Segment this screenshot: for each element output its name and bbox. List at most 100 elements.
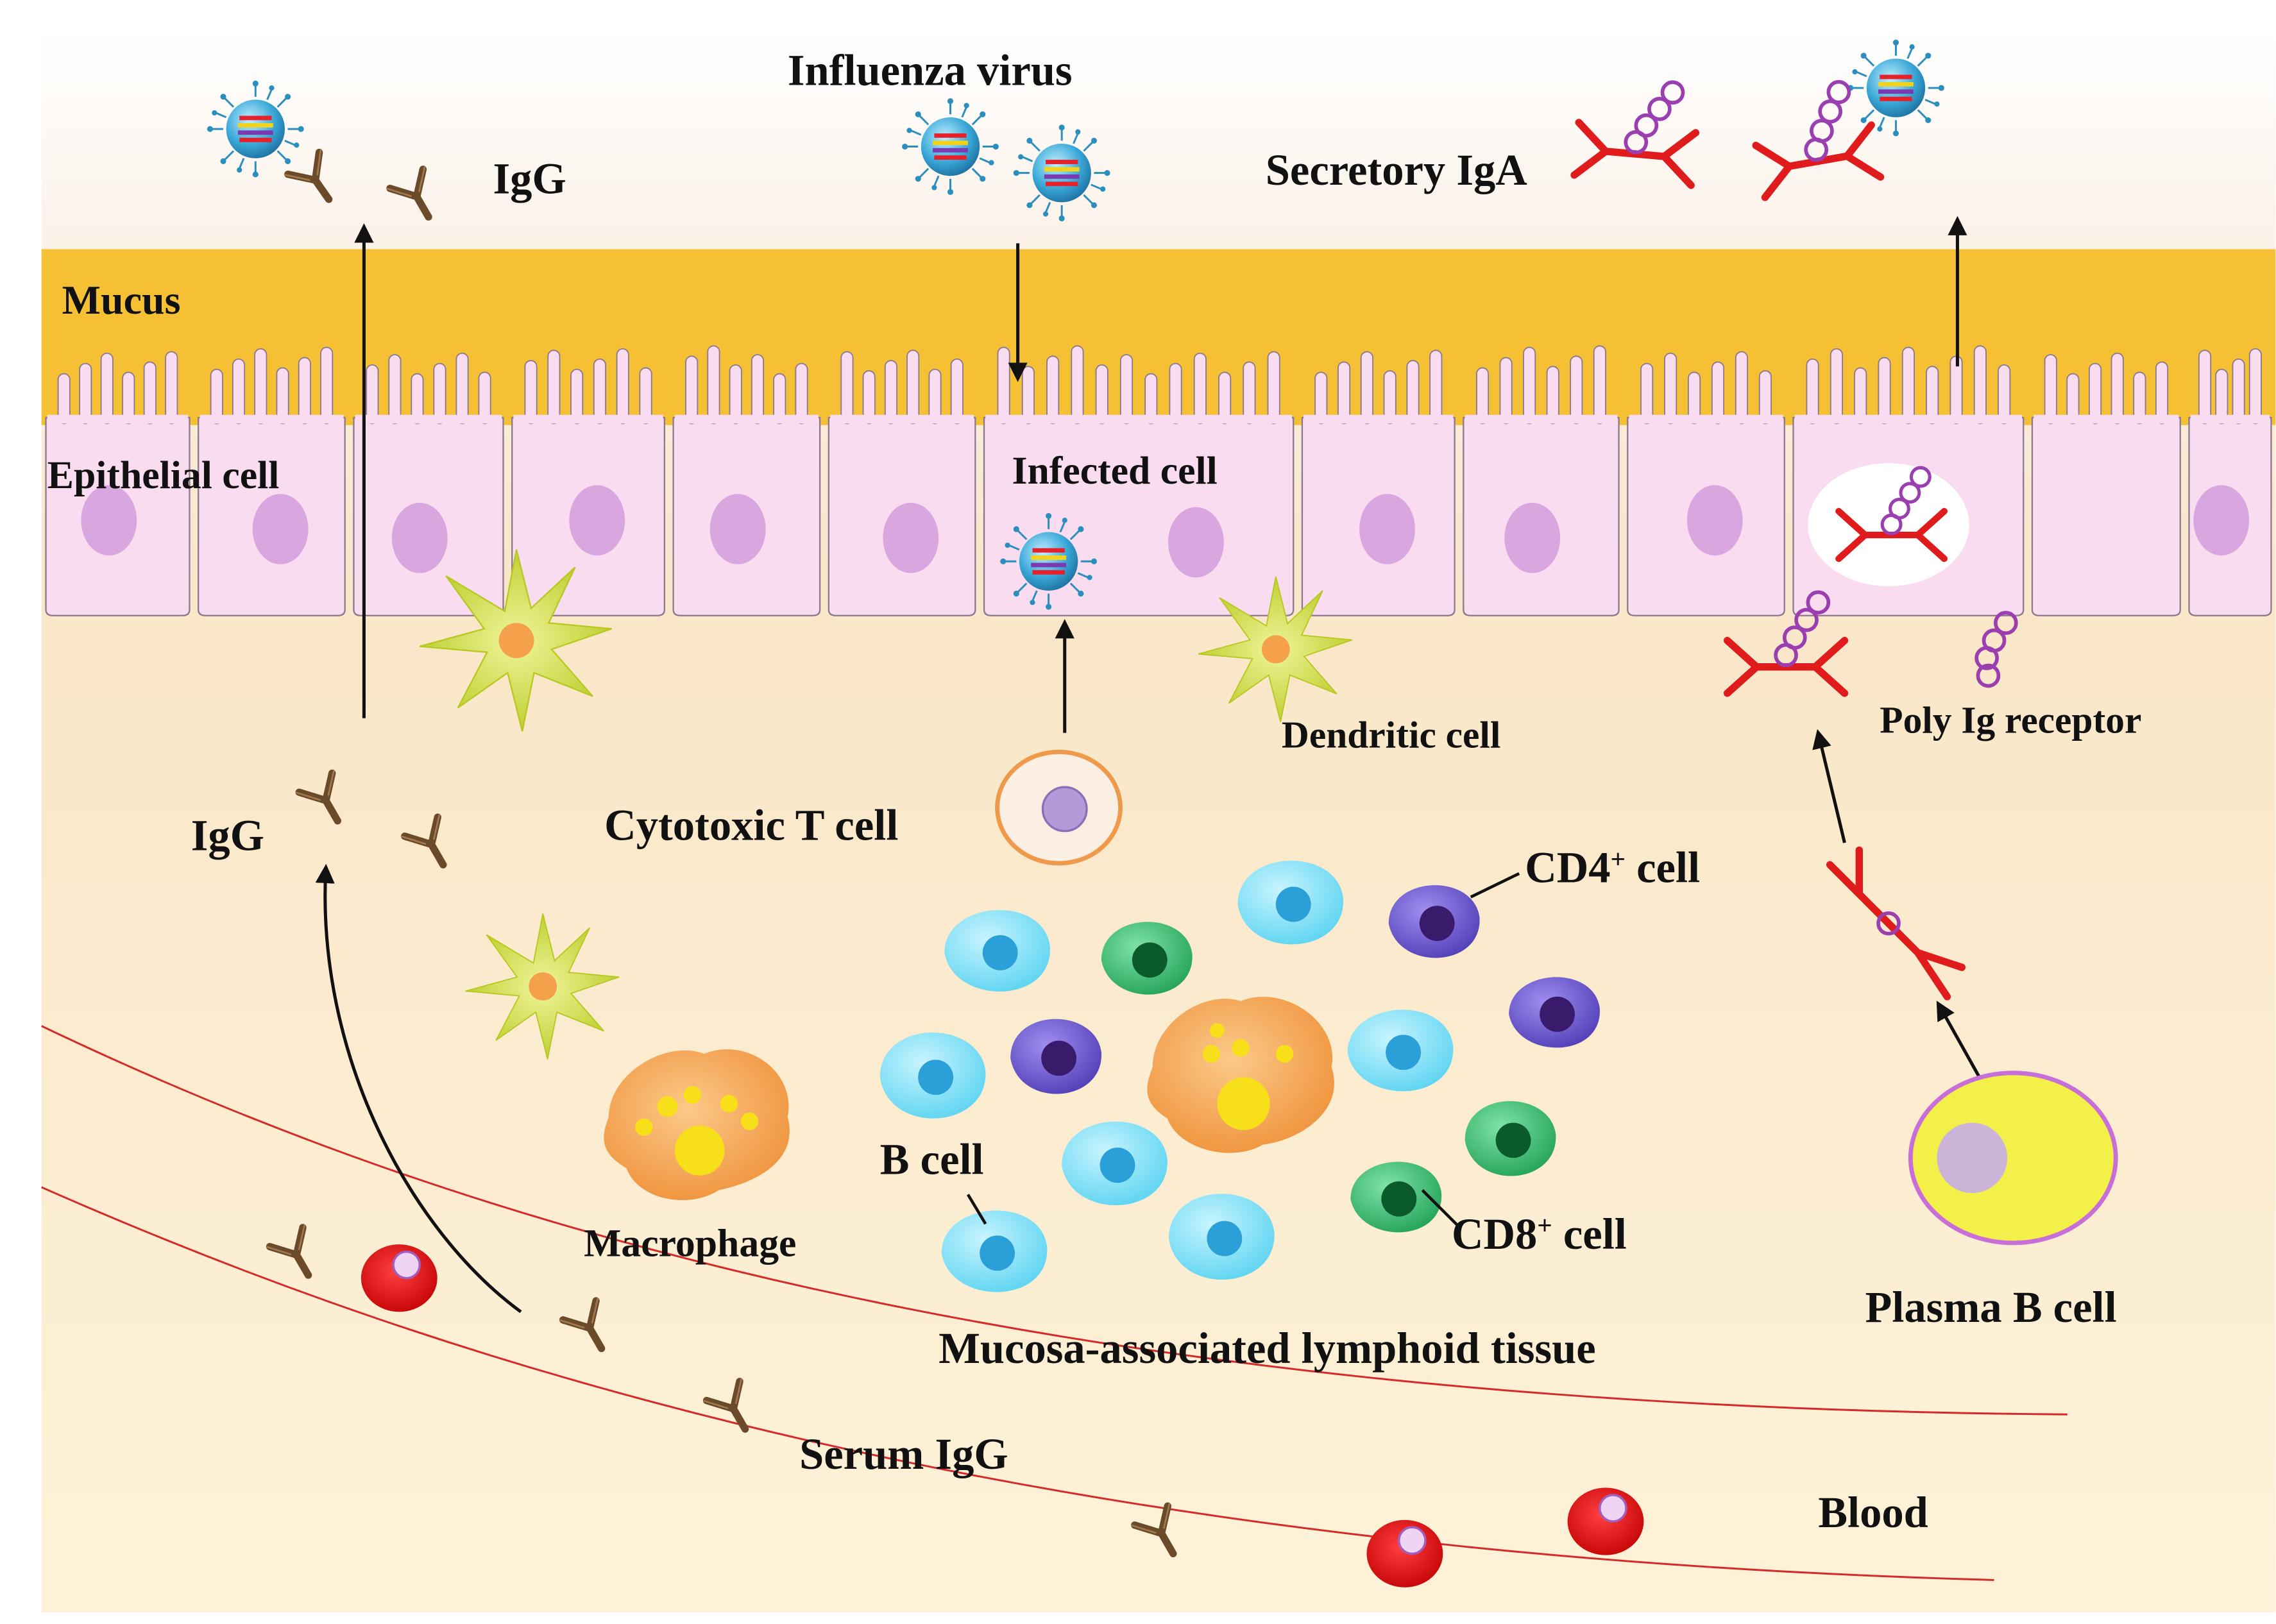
microvillus bbox=[1071, 345, 1084, 425]
microvillus bbox=[1640, 362, 1654, 425]
cytotoxic-t-cell-label: Cytotoxic T cell bbox=[604, 800, 898, 849]
b-cell-icon bbox=[879, 1032, 986, 1119]
cell-apex bbox=[674, 414, 819, 424]
microvillus bbox=[1523, 346, 1536, 425]
cell-nucleus bbox=[1504, 502, 1561, 573]
b-cell-icon bbox=[944, 909, 1050, 992]
epithelial-cell bbox=[2031, 417, 2181, 616]
microvillus bbox=[2110, 352, 2124, 425]
cd8-t-cell-icon bbox=[1350, 1162, 1442, 1233]
cell-apex bbox=[513, 414, 663, 424]
microvillus bbox=[1360, 351, 1373, 425]
cell-nucleus bbox=[1686, 485, 1743, 556]
microvillus bbox=[232, 358, 246, 425]
cell-apex bbox=[2034, 414, 2179, 424]
dendritic-cell-label: Dendritic cell bbox=[1282, 713, 1500, 756]
microvillus bbox=[1243, 361, 1256, 425]
microvillus bbox=[884, 360, 897, 425]
infected-cell-label: Infected cell bbox=[1012, 449, 1217, 493]
cd4-t-cell-icon bbox=[1509, 977, 1600, 1048]
microvillus bbox=[751, 354, 765, 425]
microvillus bbox=[2198, 350, 2212, 425]
virus-icon bbox=[901, 97, 1000, 196]
microvillus bbox=[2155, 361, 2169, 425]
poly-ig-receptor-icon bbox=[1975, 611, 2018, 688]
microvillus bbox=[1169, 362, 1182, 425]
mucus-label: Mucus bbox=[62, 277, 181, 323]
microvillus bbox=[1046, 355, 1060, 425]
cd8-t-cell-icon bbox=[1101, 922, 1193, 995]
microvillus bbox=[100, 352, 114, 425]
red-blood-cell-icon bbox=[1366, 1519, 1443, 1587]
cytotoxic-t-cell-icon bbox=[995, 749, 1123, 866]
microvillus bbox=[547, 350, 561, 425]
igg-top-label: IgG bbox=[493, 155, 566, 203]
microvillus bbox=[1267, 351, 1280, 425]
cell-apex bbox=[985, 414, 1292, 424]
cd8-t-cell-icon bbox=[1465, 1101, 1556, 1176]
cd4-leader-line bbox=[1470, 872, 1520, 899]
microvillus bbox=[2248, 348, 2262, 425]
b-cell-icon bbox=[1062, 1121, 1168, 1206]
microvillus bbox=[165, 351, 178, 425]
cd4-t-cell-icon bbox=[1010, 1019, 1101, 1094]
red-blood-cell-icon bbox=[361, 1244, 437, 1312]
cd8-cell-label: CD8+ cell bbox=[1452, 1210, 1627, 1258]
microvillus bbox=[433, 362, 446, 425]
microvillus bbox=[906, 350, 920, 425]
plasma-b-cell-label: Plasma B cell bbox=[1865, 1283, 2116, 1332]
cell-apex bbox=[1465, 414, 1618, 424]
infected-epithelial-cell bbox=[983, 417, 1295, 616]
secretory-iga-label: Secretory IgA bbox=[1266, 146, 1527, 194]
microvillus bbox=[1593, 345, 1606, 425]
dimeric-iga-icon bbox=[1826, 846, 1966, 1001]
microvillus bbox=[1735, 351, 1748, 425]
cd8-leader-line bbox=[1421, 1188, 1462, 1230]
cell-apex bbox=[1794, 414, 2022, 424]
epithelial-cell-label: Epithelial cell bbox=[47, 453, 280, 497]
microvillus bbox=[1193, 352, 1207, 425]
cell-nucleus bbox=[883, 502, 939, 573]
vessel-wall-upper bbox=[41, 1025, 2068, 1416]
virus-icon bbox=[999, 512, 1098, 611]
microvillus bbox=[455, 352, 469, 425]
microvillus bbox=[1973, 345, 1987, 425]
microvillus bbox=[1830, 348, 1843, 425]
serum-igg-label: Serum IgG bbox=[799, 1430, 1008, 1478]
microvillus bbox=[997, 346, 1010, 425]
microvillus bbox=[254, 348, 268, 425]
epithelial-layer bbox=[45, 345, 2272, 616]
microvillus bbox=[1664, 352, 1677, 425]
microvillus bbox=[2044, 354, 2057, 425]
microvillus bbox=[1119, 354, 1134, 425]
microvillus bbox=[1499, 357, 1513, 425]
lymphoid-cluster bbox=[879, 860, 1600, 1292]
microvillus bbox=[1806, 358, 1819, 425]
microvillus bbox=[320, 346, 334, 425]
macrophage-icon bbox=[1147, 997, 1334, 1153]
poly-ig-receptor-label: Poly Ig receptor bbox=[1880, 699, 2141, 741]
b-cell-icon bbox=[1237, 860, 1344, 945]
cell-apex bbox=[1629, 414, 1783, 424]
b-cell-leader-line bbox=[966, 1194, 987, 1225]
macrophage-label: Macrophage bbox=[584, 1221, 796, 1265]
cell-nucleus bbox=[1168, 507, 1224, 578]
cell-nucleus bbox=[569, 485, 625, 556]
cell-nucleus bbox=[252, 494, 309, 564]
malt-label: Mucosa-associated lymphoid tissue bbox=[938, 1324, 1595, 1373]
b-cell-label: B cell bbox=[880, 1135, 984, 1183]
microvillus bbox=[616, 348, 629, 425]
b-cell-icon bbox=[941, 1210, 1048, 1292]
microvillus bbox=[707, 345, 720, 425]
microvillus bbox=[1570, 355, 1583, 425]
virus-icon bbox=[1012, 123, 1112, 223]
cell-apex bbox=[47, 414, 189, 424]
cell-nucleus bbox=[1359, 494, 1415, 564]
microvillus bbox=[388, 354, 402, 425]
cell-apex bbox=[1304, 414, 1454, 424]
microvillus bbox=[950, 358, 964, 425]
virus-icon bbox=[1846, 38, 1946, 138]
microvillus bbox=[524, 360, 538, 425]
igg-middle-label: IgG bbox=[191, 811, 264, 859]
